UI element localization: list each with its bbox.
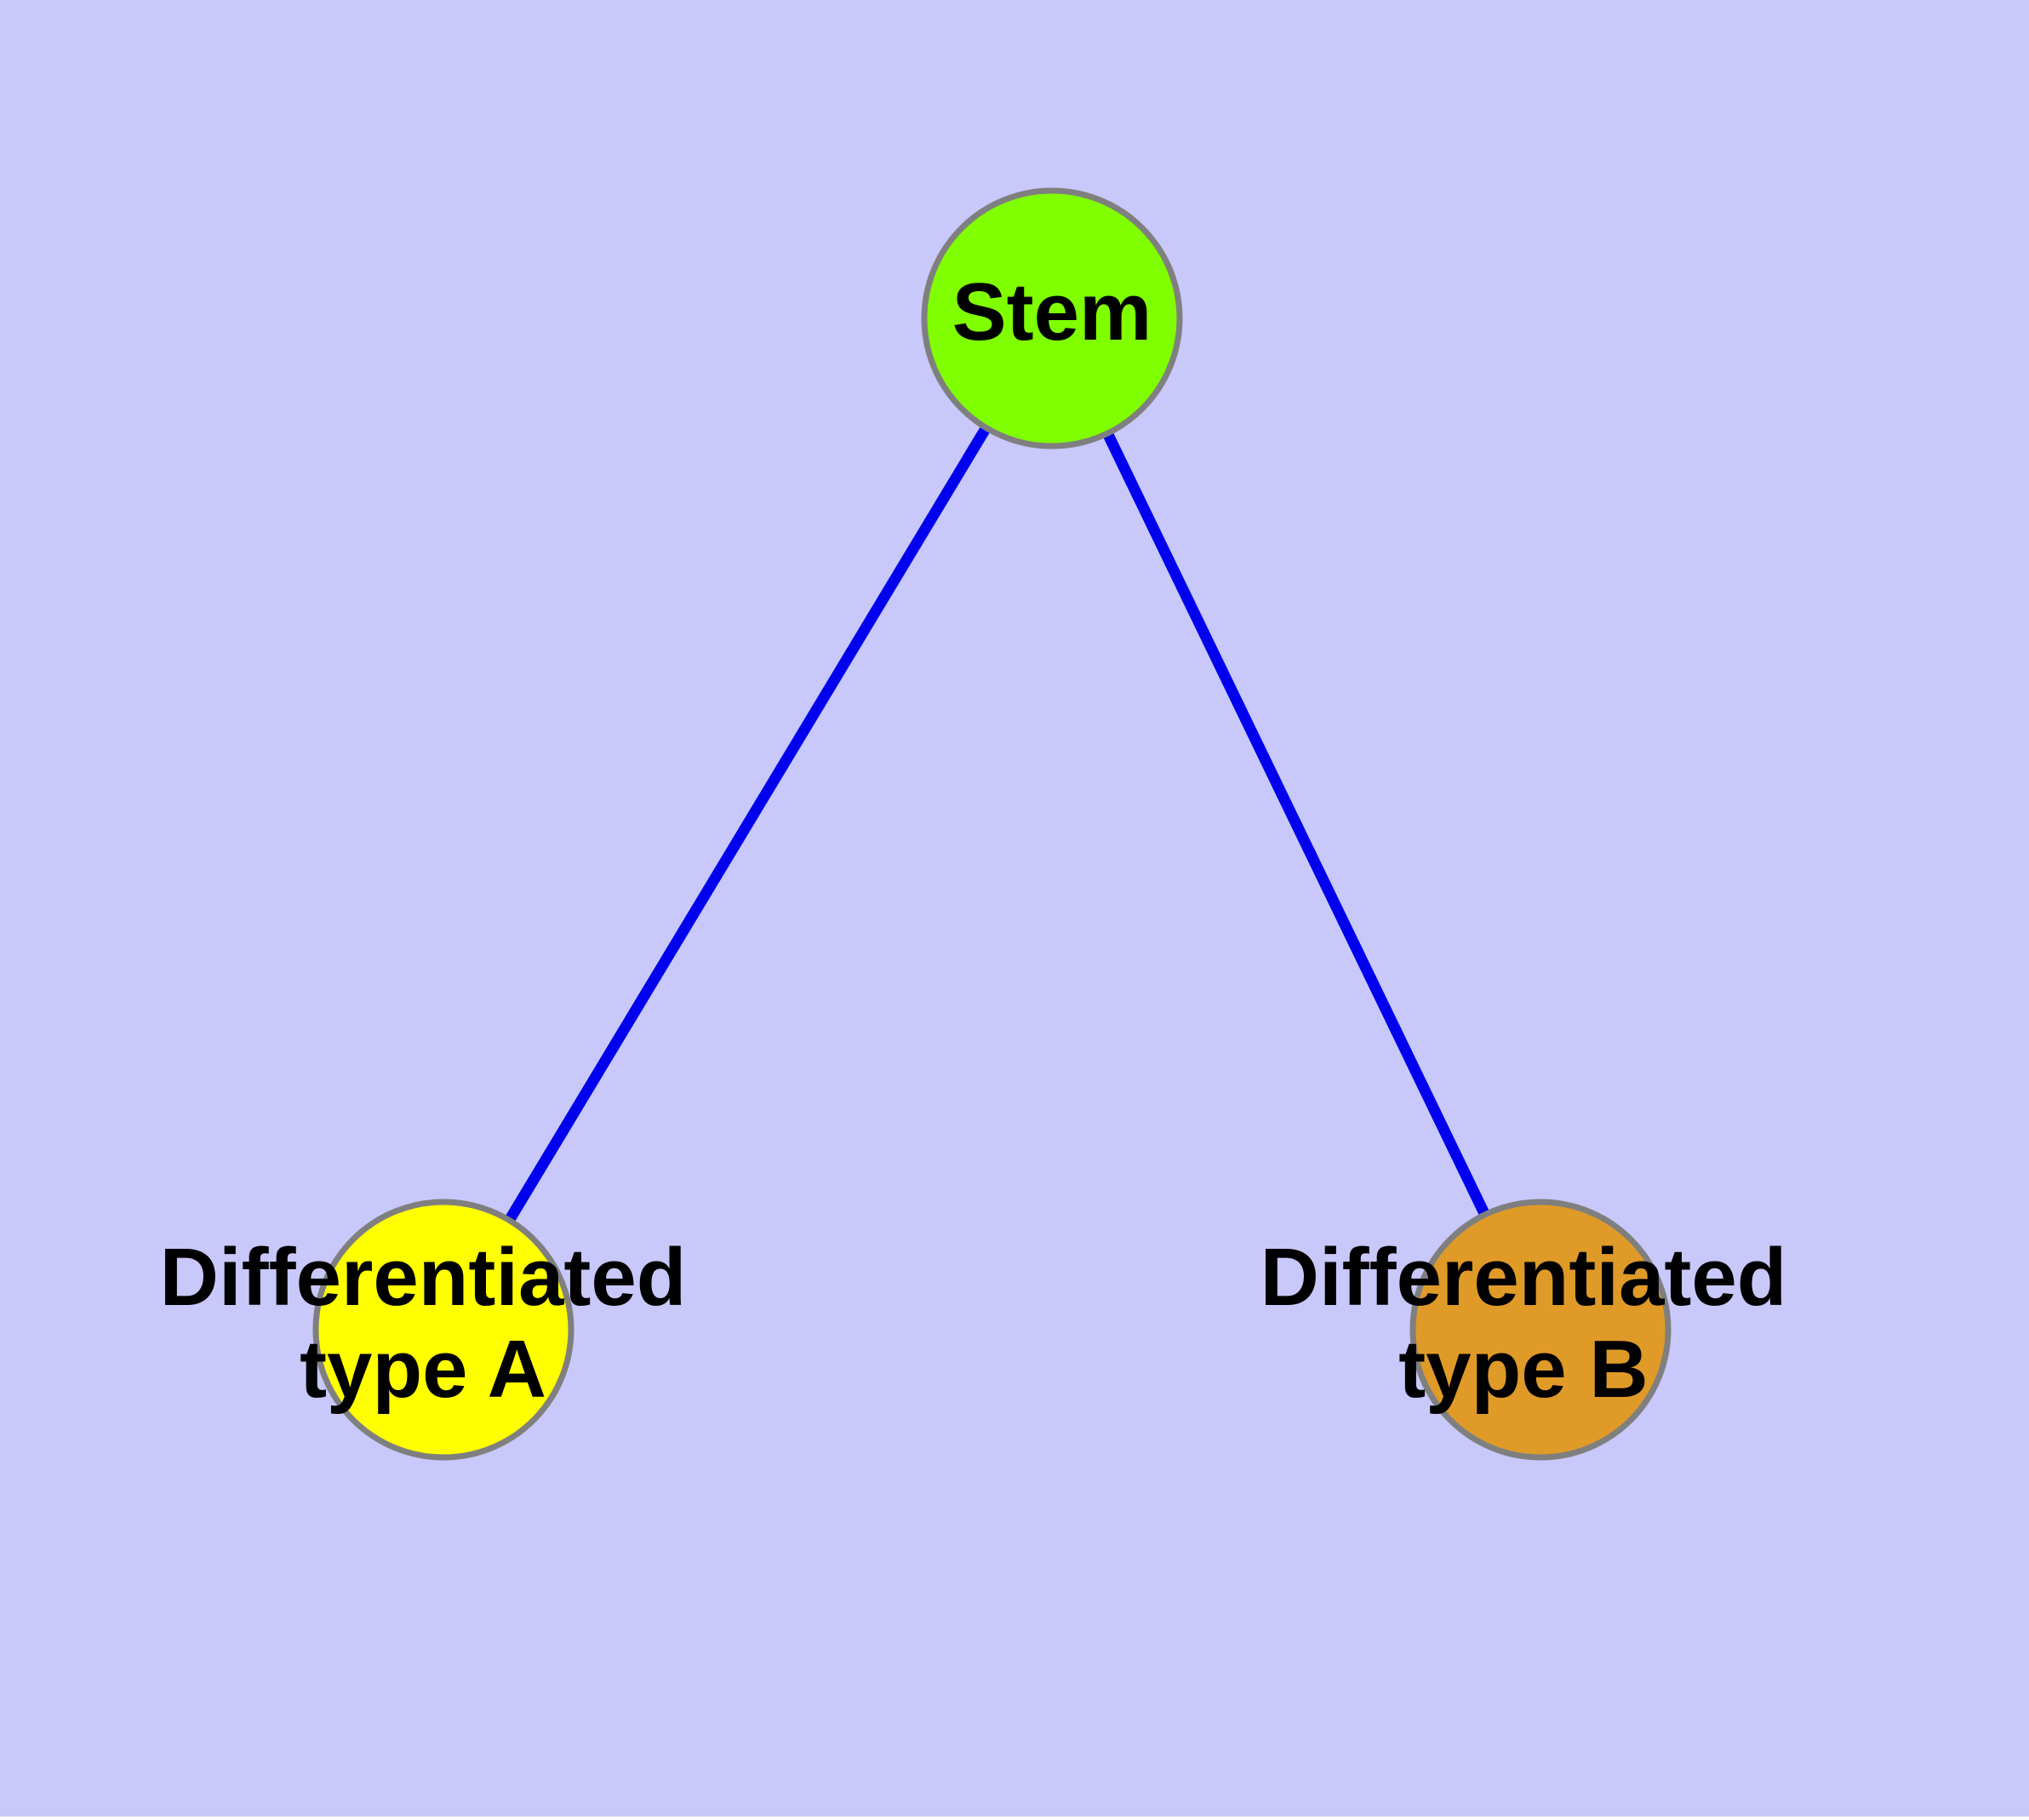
edge-stem-to-differentiated-type-a[interactable]	[438, 315, 1057, 1333]
edge-layer	[438, 315, 1546, 1333]
node-differentiated-type-b-circle[interactable]	[1409, 1199, 1672, 1461]
node-layer	[312, 187, 1672, 1461]
node-stem-circle[interactable]	[921, 187, 1183, 449]
node-stem-label: Stem	[952, 266, 1152, 358]
edge-stem-to-differentiated-type-b[interactable]	[1047, 316, 1546, 1332]
node-stem[interactable]	[921, 187, 1183, 449]
node-differentiated-type-a-circle[interactable]	[312, 1199, 574, 1461]
node-differentiated-type-a[interactable]	[312, 1199, 574, 1461]
node-differentiated-type-b[interactable]	[1409, 1199, 1672, 1461]
